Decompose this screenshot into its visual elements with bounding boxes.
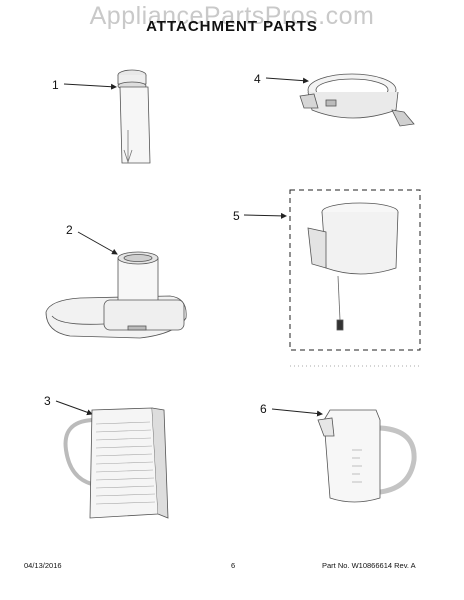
part-label-1: 1 bbox=[52, 78, 59, 92]
pulp-container-part bbox=[63, 407, 169, 519]
part-label-6: 6 bbox=[260, 402, 267, 416]
strainer-part bbox=[307, 202, 399, 331]
strainer-dashed-box bbox=[289, 189, 421, 351]
part-label-4: 4 bbox=[254, 72, 261, 86]
footer-page-number: 6 bbox=[231, 561, 236, 570]
footer-part-number: Part No. W10866614 Rev. A bbox=[322, 561, 416, 570]
lid-part bbox=[45, 251, 187, 339]
food-pusher-part bbox=[117, 69, 151, 164]
part-label-5: 5 bbox=[233, 209, 240, 223]
part-label-3: 3 bbox=[44, 394, 51, 408]
leader-arrows bbox=[55, 77, 323, 417]
watermark: AppliancePartsPros.com bbox=[89, 2, 375, 30]
part-label-2: 2 bbox=[66, 223, 73, 237]
juice-pitcher-part bbox=[317, 409, 417, 503]
footer-date: 04/13/2016 bbox=[24, 561, 62, 570]
page-title: ATTACHMENT PARTS bbox=[146, 18, 318, 35]
juicer-housing-part bbox=[299, 73, 415, 127]
